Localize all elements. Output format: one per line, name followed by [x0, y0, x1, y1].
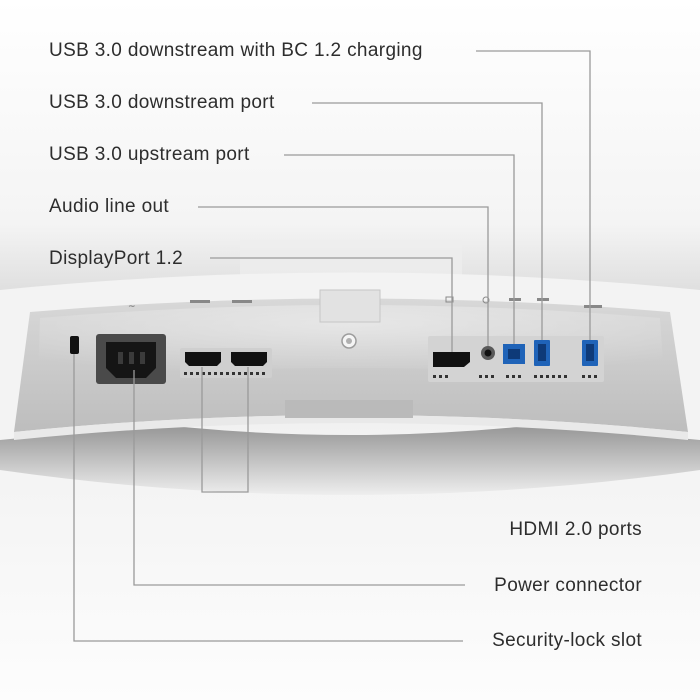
- mount-screw-center: [346, 338, 352, 344]
- audio-jack-icon: [484, 349, 492, 357]
- usb-down-legend: [537, 298, 549, 301]
- leader-power: [133, 370, 465, 586]
- stand-mount: [319, 289, 381, 323]
- displayport-icon: [433, 352, 470, 367]
- leader-hdmi-bracket: [201, 367, 249, 493]
- power-pin-left: [118, 352, 123, 364]
- power-pin-right: [140, 352, 145, 364]
- right-port-group: [428, 336, 604, 382]
- hdmi-port-2-icon: [231, 352, 267, 366]
- hdmi-port-1-icon: [185, 352, 221, 366]
- leader-displayport: [210, 257, 453, 352]
- power-label: Power connector: [494, 575, 642, 596]
- power-connector: [96, 334, 166, 384]
- power-legend-icon: ~: [128, 302, 136, 312]
- leader-usb-bc: [476, 50, 591, 340]
- monitor-lower-rim: [0, 400, 700, 495]
- power-pin-center: [129, 352, 134, 364]
- hdmi-vent-dots: [184, 372, 265, 375]
- hdmi-legend-1: [190, 300, 210, 303]
- monitor-body: ~: [0, 272, 700, 495]
- usb-bc-legend: [584, 305, 602, 308]
- lock-label: Security-lock slot: [492, 630, 642, 651]
- usb-downstream-port-inner: [538, 344, 546, 361]
- hdmi-label: HDMI 2.0 ports: [509, 519, 642, 540]
- dp-legend-icon: [445, 296, 454, 303]
- audio-legend-icon: [482, 296, 490, 304]
- usb-bc-label: USB 3.0 downstream with BC 1.2 charging: [49, 40, 423, 61]
- usb-upstream-port-inner: [508, 349, 520, 359]
- leader-lines: [73, 50, 591, 642]
- audio-label: Audio line out: [49, 196, 170, 217]
- right-vent-dots: [433, 375, 597, 378]
- hdmi-port-group: [180, 348, 272, 378]
- displayport-label: DisplayPort 1.2: [49, 248, 184, 269]
- leader-audio: [198, 206, 489, 346]
- usb-upstream-label: USB 3.0 upstream port: [49, 144, 250, 165]
- hdmi-legend-2: [232, 300, 252, 303]
- panel-lip: [14, 415, 688, 440]
- leader-usb-down: [312, 102, 543, 340]
- usb-bc-port-inner: [586, 344, 594, 361]
- usb-up-legend: [509, 298, 521, 301]
- usb-downstream-label: USB 3.0 downstream port: [49, 92, 275, 113]
- leader-lock: [73, 354, 463, 642]
- vent-recess: [285, 400, 413, 418]
- security-lock-slot-icon: [70, 336, 79, 354]
- leader-usb-up: [284, 154, 515, 344]
